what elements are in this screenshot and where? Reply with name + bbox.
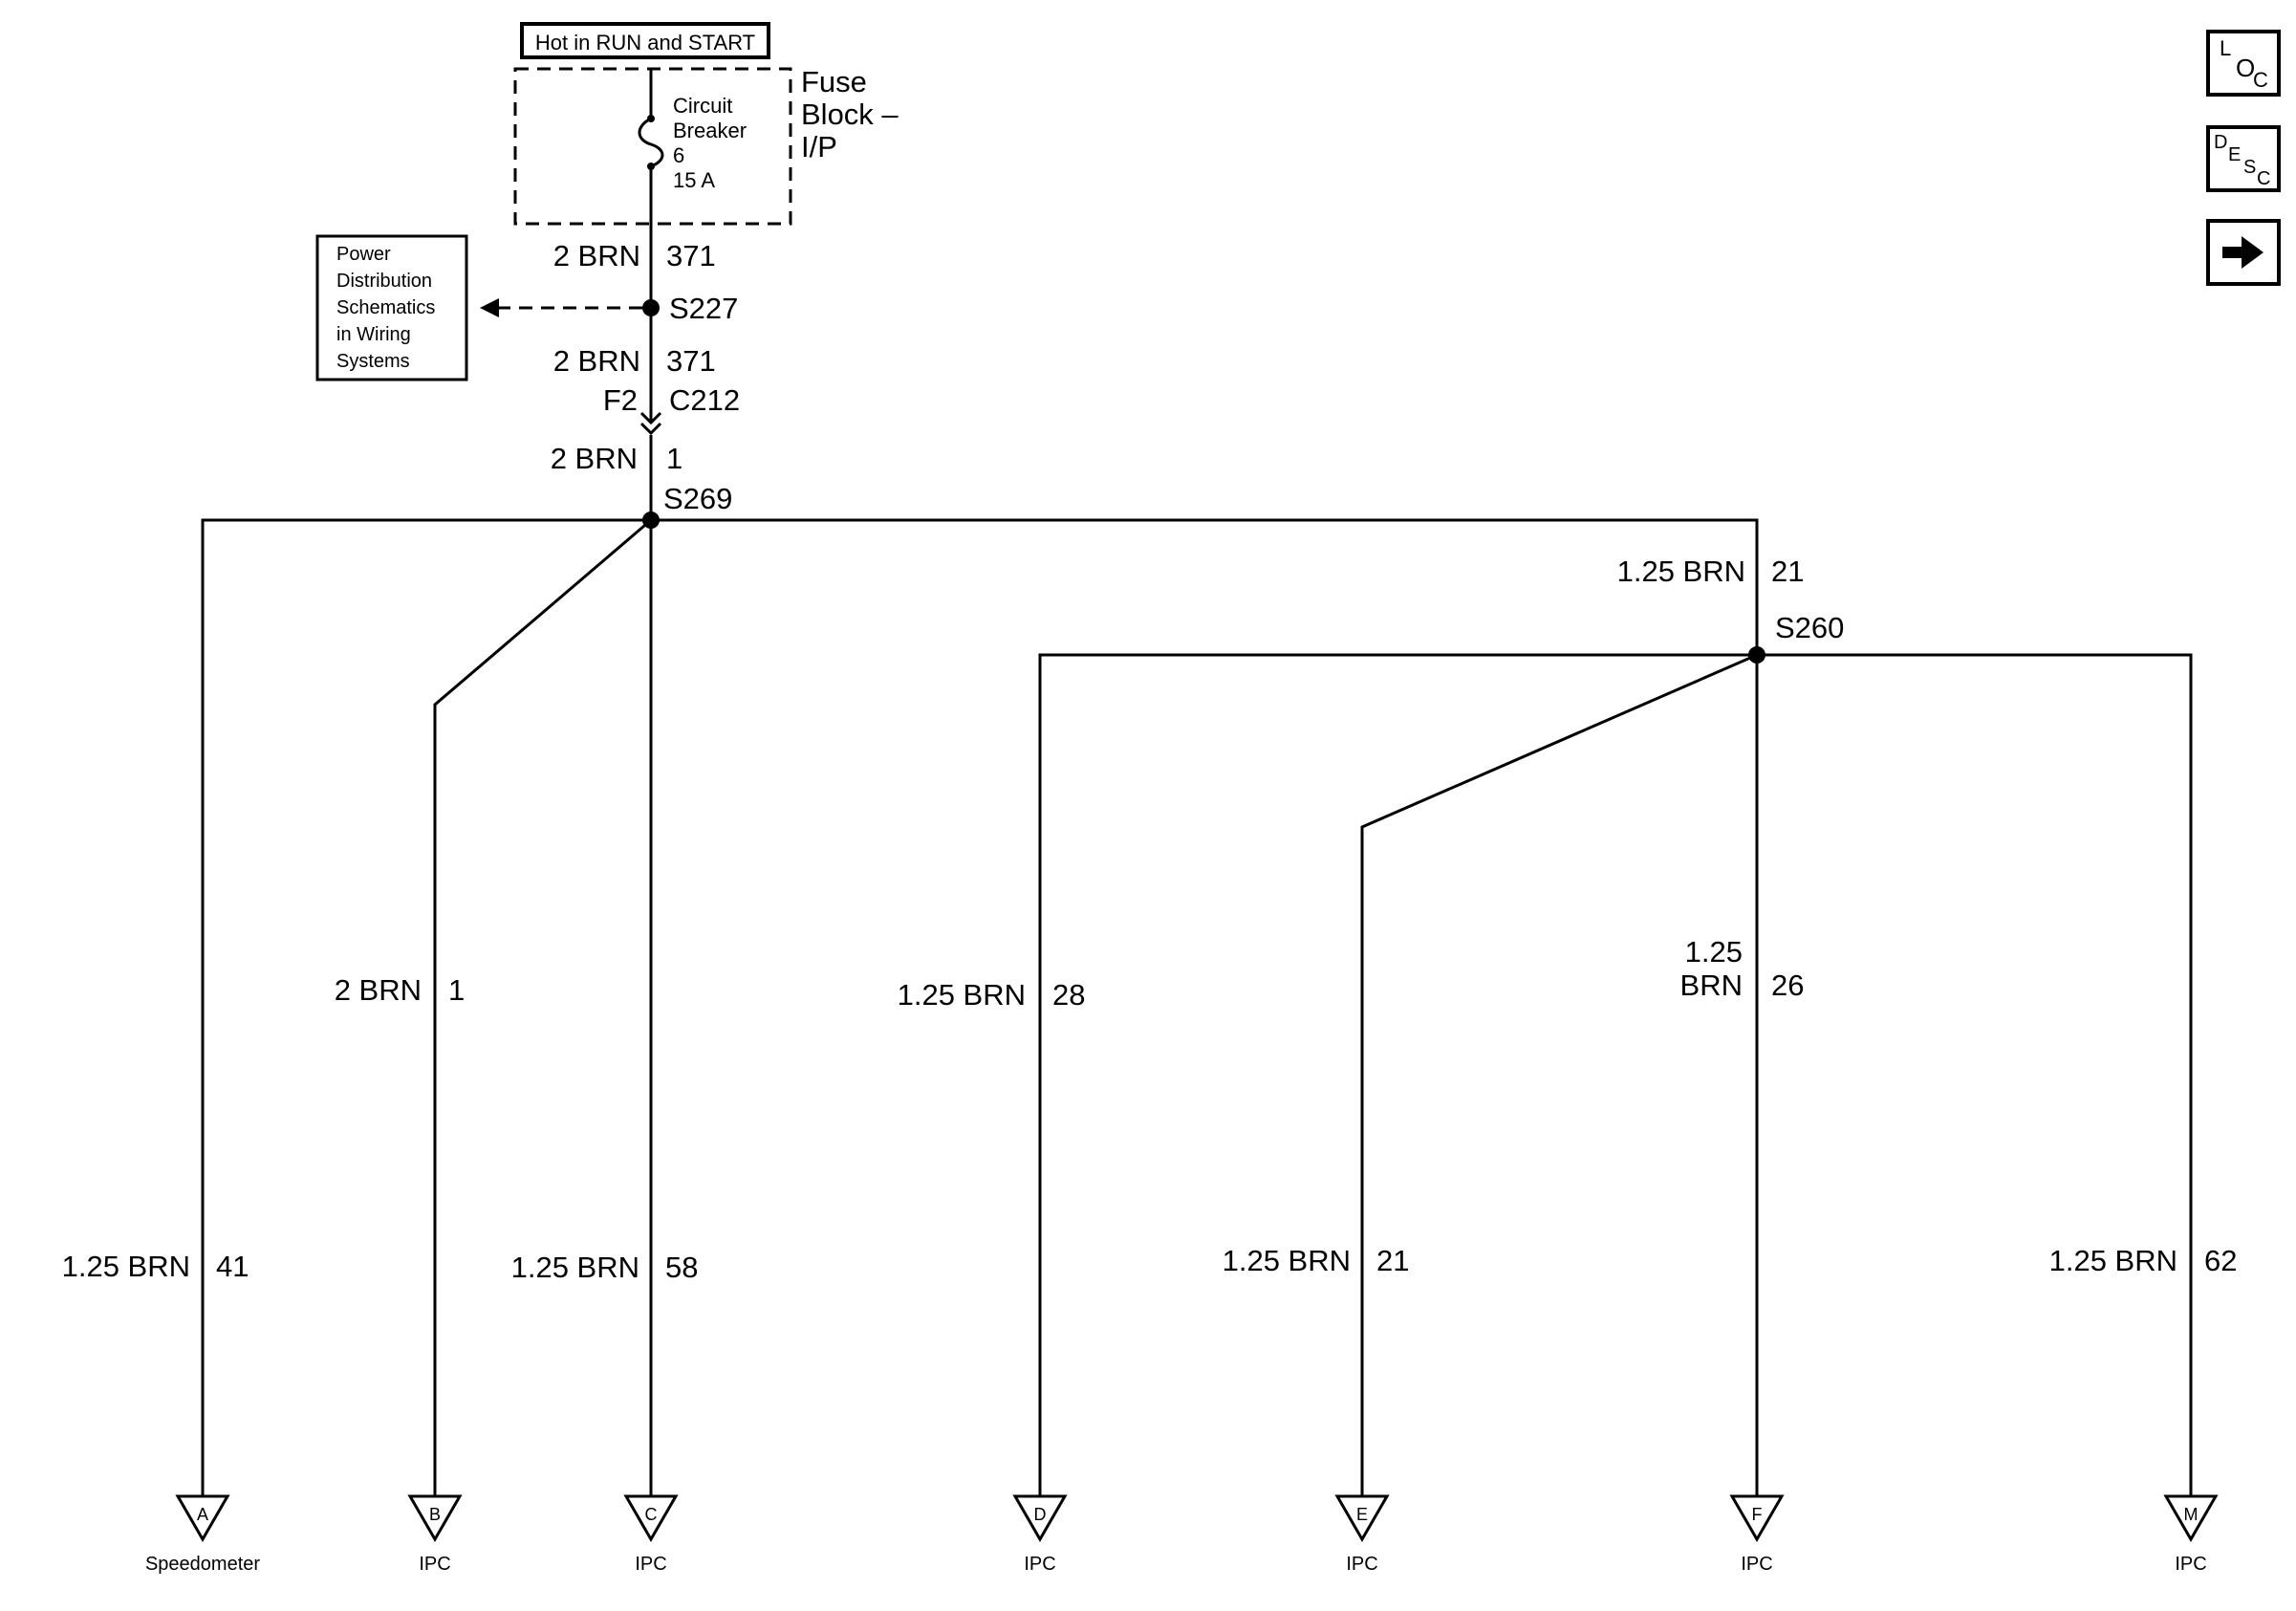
- loc-char-2: O: [2236, 54, 2255, 82]
- circuit-s260: 21: [1771, 555, 1804, 588]
- power-ref-line-5: Systems: [336, 351, 410, 372]
- splice-s227: [642, 299, 660, 316]
- power-distribution-ref-box[interactable]: Power Distribution Schematics in Wiring …: [315, 234, 468, 381]
- breaker-label-2: Breaker: [673, 119, 747, 142]
- terminal-name: IPC: [1024, 1554, 1055, 1575]
- connector-c212-symbol: [639, 411, 662, 436]
- circuit-branch-b: 1: [448, 973, 465, 1007]
- terminal-letter: F: [1752, 1505, 1763, 1524]
- terminal-triangle: [1729, 1494, 1785, 1542]
- wire-size-branch-f-2: BRN: [1680, 969, 1743, 1002]
- fuse-block-label-2: Block –: [801, 98, 899, 131]
- terminal-m: M IPC: [2163, 1494, 2219, 1575]
- wire-size-branch-b: 2 BRN: [335, 973, 422, 1007]
- power-ref-line-3: Schematics: [336, 297, 435, 318]
- wire-size-branch-e: 1.25 BRN: [1223, 1244, 1351, 1277]
- terminal-a: A Speedometer: [145, 1494, 260, 1575]
- circuit-371-b: 371: [666, 344, 716, 378]
- terminal-name: IPC: [419, 1554, 450, 1575]
- desc-char-2: E: [2228, 144, 2241, 165]
- terminal-triangle: [1334, 1494, 1390, 1542]
- wire-size-371-b: 2 BRN: [553, 344, 640, 378]
- power-ref-line-1: Power: [336, 244, 391, 265]
- terminal-letter: M: [2184, 1505, 2199, 1524]
- circuit-branch-a: 41: [216, 1250, 249, 1283]
- wire-size-branch-m: 1.25 BRN: [2049, 1244, 2177, 1277]
- terminal-group: A Speedometer B IPC C IPC D IPC E IPC F IPC M IPC: [145, 1494, 2219, 1575]
- terminal-c: C IPC: [623, 1494, 679, 1575]
- fuse-block-label-3: I/P: [801, 130, 837, 163]
- connector-pin-label: F2: [603, 383, 638, 417]
- wire-branch-e: [1360, 653, 1758, 1496]
- wire-size-branch-d: 1.25 BRN: [898, 978, 1026, 1012]
- terminal-d: D IPC: [1012, 1494, 1068, 1575]
- desc-char-3: S: [2243, 157, 2256, 178]
- fuse-block-box: [513, 67, 792, 226]
- splice-s269: [642, 512, 660, 529]
- terminal-name: IPC: [2175, 1554, 2206, 1575]
- power-ref-line-4: in Wiring: [336, 324, 411, 345]
- loc-char-3: C: [2253, 68, 2268, 92]
- next-button[interactable]: [2206, 219, 2281, 286]
- circuit-branch-c: 58: [665, 1251, 698, 1284]
- terminal-name: IPC: [1741, 1554, 1772, 1575]
- desc-char-1: D: [2214, 132, 2227, 153]
- loc-char-1: L: [2220, 36, 2231, 60]
- wire-size-371-a: 2 BRN: [553, 239, 640, 272]
- terminal-letter: C: [645, 1505, 658, 1524]
- circuit-branch-m: 62: [2204, 1244, 2237, 1277]
- wire-branch-b: [433, 518, 652, 1496]
- desc-char-4: C: [2257, 168, 2270, 189]
- terminal-triangle: [623, 1494, 679, 1542]
- fuse-block-label-1: Fuse: [801, 65, 867, 98]
- desc-button[interactable]: D E S C: [2206, 125, 2281, 192]
- terminal-triangle: [175, 1494, 230, 1542]
- terminal-name: IPC: [635, 1554, 666, 1575]
- wire-size-branch-c: 1.25 BRN: [511, 1251, 639, 1284]
- splice-s260-label: S260: [1775, 611, 1844, 644]
- splice-s260: [1748, 646, 1765, 664]
- terminal-triangle: [2163, 1494, 2219, 1542]
- circuit-1: 1: [666, 442, 682, 475]
- power-ref-line-2: Distribution: [336, 271, 432, 292]
- terminal-letter: D: [1034, 1505, 1047, 1524]
- circuit-branch-e: 21: [1376, 1244, 1409, 1277]
- arrow-right-icon: [2222, 236, 2264, 269]
- breaker-label-1: Circuit: [673, 94, 732, 118]
- terminal-b: B IPC: [407, 1494, 463, 1575]
- breaker-label-3: 6: [673, 143, 684, 167]
- hot-label-box: Hot in RUN and START: [520, 22, 770, 59]
- loc-button[interactable]: L O C: [2206, 30, 2281, 97]
- terminal-e: E IPC: [1334, 1494, 1390, 1575]
- terminal-name: IPC: [1346, 1554, 1377, 1575]
- terminal-triangle: [407, 1494, 463, 1542]
- wire-size-branch-f-1: 1.25: [1685, 935, 1743, 969]
- circuit-branch-f: 26: [1771, 969, 1804, 1002]
- wire-size-1: 2 BRN: [551, 442, 638, 475]
- wire-size-branch-a: 1.25 BRN: [62, 1250, 190, 1283]
- circuit-branch-d: 28: [1052, 978, 1085, 1012]
- wire-size-s260: 1.25 BRN: [1617, 555, 1745, 588]
- hot-label: Hot in RUN and START: [535, 31, 755, 54]
- terminal-letter: E: [1356, 1505, 1368, 1524]
- terminal-triangle: [1012, 1494, 1068, 1542]
- arrow-left-icon: [480, 298, 499, 317]
- circuit-breaker-symbol: [638, 69, 664, 224]
- connector-name-label: C212: [669, 383, 740, 417]
- wire-bus-s269: [201, 518, 1759, 1496]
- breaker-label-4: 15 A: [673, 168, 715, 192]
- terminal-name: Speedometer: [145, 1554, 260, 1575]
- terminal-letter: B: [429, 1505, 441, 1524]
- splice-s227-label: S227: [669, 292, 738, 325]
- terminal-f: F IPC: [1729, 1494, 1785, 1575]
- circuit-371-a: 371: [666, 239, 716, 272]
- terminal-letter: A: [197, 1505, 208, 1524]
- wire-bus-s260: [1038, 653, 2193, 1496]
- splice-s269-label: S269: [663, 482, 732, 515]
